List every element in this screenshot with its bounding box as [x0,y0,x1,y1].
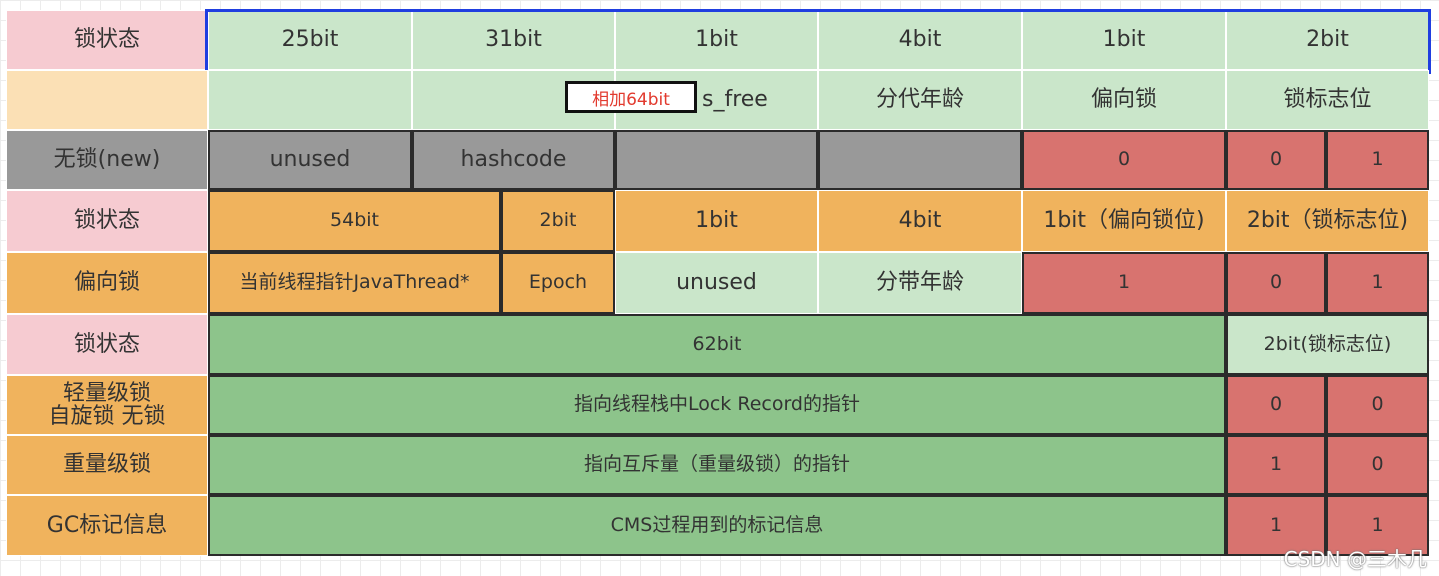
row3-label: 无锁(new) [6,130,208,190]
row4-cell-lock-flag: 2bit（锁标志位) [1226,190,1429,252]
row3-cell-unused: unused [208,130,412,190]
row3-cell-empty-2 [818,130,1022,190]
row7-cell-lock-record-pointer: 指向线程栈中Lock Record的指针 [208,375,1226,435]
row9-label: GC标记信息 [6,495,208,556]
row1-cell-2bit: 2bit [1226,10,1429,70]
row5-cell-flag-bit1: 0 [1226,252,1326,314]
row5-cell-thread-pointer: 当前线程指针JavaThread* [208,252,501,314]
row6-cell-lock-flag: 2bit(锁标志位) [1226,314,1429,375]
csdn-watermark: CSDN @三木几 [1283,547,1427,571]
row2-cell-lock-flag: 锁标志位 [1226,70,1429,130]
row2-label [6,70,208,130]
sum-callout: 相加64bit [565,81,697,113]
row2-cell-1 [208,70,412,130]
row1-cell-4bit: 4bit [818,10,1022,70]
row5-cell-age: 分带年龄 [818,252,1022,314]
row1-cell-1bit: 1bit [615,10,818,70]
row5-cell-unused: unused [615,252,818,314]
row5-cell-epoch: Epoch [501,252,615,314]
row4-label: 锁状态 [6,190,208,252]
row3-cell-hashcode: hashcode [412,130,615,190]
row8-cell-flag-bit2: 0 [1326,435,1429,495]
row1-cell-25bit: 25bit [208,10,412,70]
row8-label: 重量级锁 [6,435,208,495]
row8-cell-mutex-pointer: 指向互斥量（重量级锁）的指针 [208,435,1226,495]
row1-label: 锁状态 [6,10,208,70]
row2-bias-free-text: s_free [702,87,768,113]
row6-label: 锁状态 [6,314,208,375]
row2-cell-age: 分代年龄 [818,70,1022,130]
row7-cell-flag-bit2: 0 [1326,375,1429,435]
row9-cell-flag-bit1: 1 [1226,495,1326,556]
row8-cell-flag-bit1: 1 [1226,435,1326,495]
row4-cell-4bit: 4bit [818,190,1022,252]
row7-cell-flag-bit1: 0 [1226,375,1326,435]
row3-cell-bias-bit: 0 [1022,130,1226,190]
row9-cell-flag-bit2: 1 [1326,495,1429,556]
row4-cell-2bit: 2bit [501,190,615,252]
row3-cell-empty-1 [615,130,818,190]
row5-label: 偏向锁 [6,252,208,314]
row4-cell-1bit: 1bit [615,190,818,252]
row1-cell-1bit-b: 1bit [1022,10,1226,70]
row3-cell-flag-bit1: 0 [1226,130,1326,190]
row7-label: 轻量级锁 自旋锁 无锁 [6,375,208,435]
row9-cell-cms-info: CMS过程用到的标记信息 [208,495,1226,556]
row1-cell-31bit: 31bit [412,10,615,70]
row5-cell-flag-bit2: 1 [1326,252,1429,314]
row3-cell-flag-bit2: 1 [1326,130,1429,190]
row5-cell-bias-bit: 1 [1022,252,1226,314]
row6-cell-62bit: 62bit [208,314,1226,375]
row4-cell-54bit: 54bit [208,190,501,252]
row2-cell-biased-lock: 偏向锁 [1022,70,1226,130]
row4-cell-bias-bit: 1bit（偏向锁位) [1022,190,1226,252]
